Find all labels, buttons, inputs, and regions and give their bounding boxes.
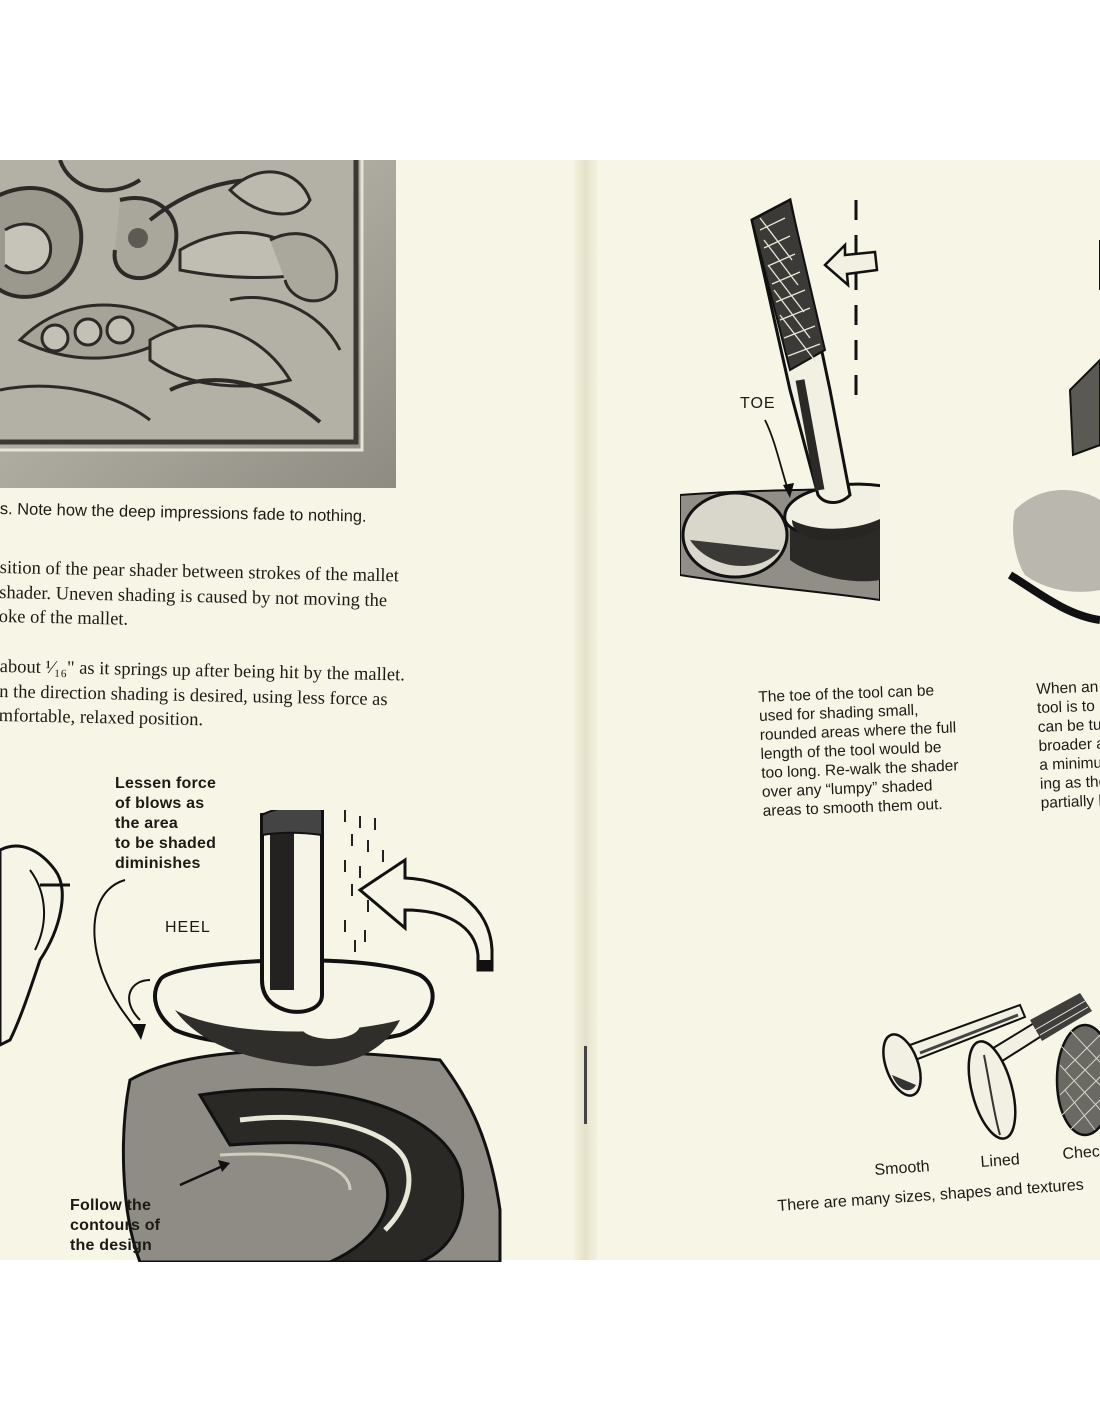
page-edge-mark [584,1046,587,1124]
follow-contours-label: Follow the contours of the design [70,1197,161,1254]
lined-label: Lined [980,1151,1021,1171]
bottom-margin [0,1262,1100,1422]
heel-label: HEEL [165,919,211,936]
book-gutter [574,160,600,1260]
toe-label: TOE [740,395,776,412]
toe-caption: The toe of the tool can be used for shad… [758,682,959,820]
smooth-label: Smooth [874,1158,931,1179]
instruction-paragraph-1: sition of the pear shader between stroke… [0,556,500,640]
right-page [598,160,1100,1260]
pear-shader-tools-illustration [882,993,1100,1140]
checked-label: Check [1062,1142,1100,1163]
when-caption: When an tool is to can be tu broader a a… [1036,678,1100,812]
carved-leather-photo [0,160,396,488]
lessen-force-label: Lessen force of blows as the area to be … [115,775,217,872]
instruction-paragraph-2: about ¹⁄₁₆" as it springs up after being… [0,655,500,739]
partial-tool-illustration [1007,240,1100,624]
toe-shading-illustration [680,197,880,602]
pear-shader-heel-illustration [0,810,502,1262]
